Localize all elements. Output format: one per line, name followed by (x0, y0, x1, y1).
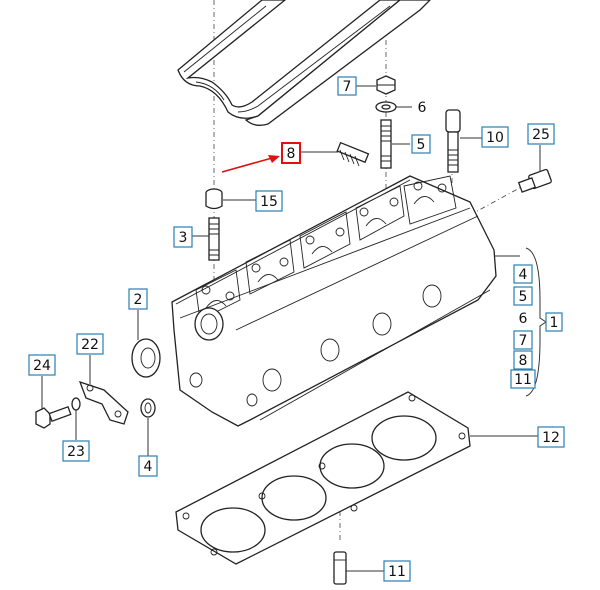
bolt-10 (445, 109, 461, 173)
callout-10[interactable]: 10 (481, 126, 509, 148)
group-item-8-label: 8 (519, 353, 528, 369)
callout-23-label: 23 (67, 444, 85, 460)
callout-10-label: 10 (486, 130, 504, 146)
callout-25[interactable]: 25 (527, 123, 555, 145)
bracket-22 (78, 380, 129, 425)
valve-cover-gasket (177, 0, 431, 126)
group-item-4[interactable]: 4 (513, 264, 533, 284)
callout-25-label: 25 (532, 127, 550, 143)
callout-6-label: 6 (418, 100, 427, 116)
plug-25 (517, 168, 552, 193)
group-item-5-label: 5 (519, 289, 528, 305)
seal-2 (131, 338, 161, 378)
nut-7 (376, 75, 396, 95)
bolt-24 (35, 405, 72, 429)
center-axis-plug (469, 184, 526, 216)
callout-2-label: 2 (134, 292, 143, 308)
group-item-5[interactable]: 5 (513, 286, 533, 306)
stud-8 (336, 141, 370, 167)
callout-3[interactable]: 3 (173, 226, 193, 248)
group-item-11-label: 11 (514, 372, 532, 388)
callout-7-label: 7 (343, 79, 352, 95)
stud-3 (208, 217, 220, 261)
callout-4-label: 4 (144, 459, 153, 475)
cylinder-head (171, 175, 497, 427)
callout-8-label: 8 (287, 146, 296, 162)
group-item-7[interactable]: 7 (513, 330, 533, 350)
callout-24-label: 24 (33, 358, 51, 374)
callout-5-label: 5 (417, 137, 426, 153)
callout-11-label: 11 (388, 564, 406, 580)
seal-4 (140, 398, 156, 418)
callout-12[interactable]: 12 (537, 426, 565, 448)
group-item-7-label: 7 (519, 333, 528, 349)
callout-6[interactable]: 6 (418, 100, 427, 116)
callout-22-label: 22 (81, 337, 99, 353)
group-callout-1[interactable]: 1 (545, 312, 563, 332)
dowel-11 (333, 551, 347, 585)
callout-2[interactable]: 2 (128, 288, 148, 310)
callout-12-label: 12 (542, 430, 560, 446)
callout-8[interactable]: 8 (281, 142, 301, 164)
group-item-6[interactable]: 6 (519, 311, 528, 327)
washer-6 (375, 101, 397, 113)
group-list: 4 5 6 7 8 11 (510, 264, 536, 389)
callout-15-label: 15 (260, 194, 278, 210)
callout-24[interactable]: 24 (28, 354, 56, 376)
group-item-6-label: 6 (519, 311, 528, 327)
washer-23 (71, 397, 81, 411)
callout-23[interactable]: 23 (62, 440, 90, 462)
group-callout-1-label: 1 (550, 315, 559, 331)
group-item-4-label: 4 (519, 267, 528, 283)
bushing-15 (205, 188, 223, 210)
callout-4[interactable]: 4 (138, 455, 158, 477)
callout-22[interactable]: 22 (76, 333, 104, 355)
callout-5[interactable]: 5 (411, 134, 431, 154)
group-item-8[interactable]: 8 (513, 350, 533, 370)
callout-7[interactable]: 7 (337, 76, 357, 96)
callout-3-label: 3 (179, 230, 188, 246)
highlight-arrow (221, 155, 280, 173)
callout-15[interactable]: 15 (255, 190, 283, 212)
stud-5 (380, 119, 392, 169)
head-gasket-12 (175, 391, 471, 565)
callout-11[interactable]: 11 (383, 560, 411, 582)
group-item-11[interactable]: 11 (510, 369, 536, 389)
